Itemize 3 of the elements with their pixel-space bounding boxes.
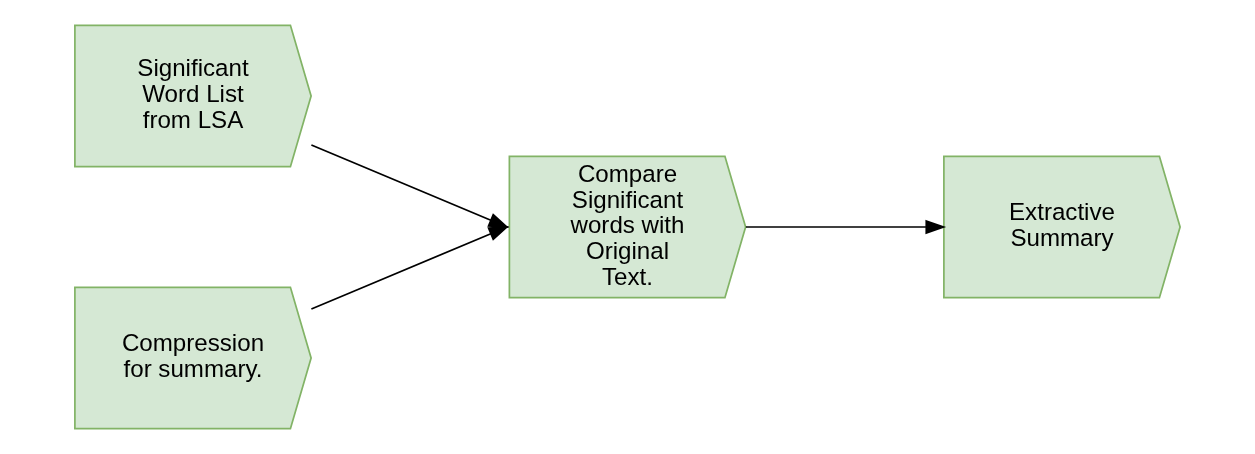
arrow [310,144,510,228]
arrow [745,219,947,235]
arrow [310,226,510,310]
